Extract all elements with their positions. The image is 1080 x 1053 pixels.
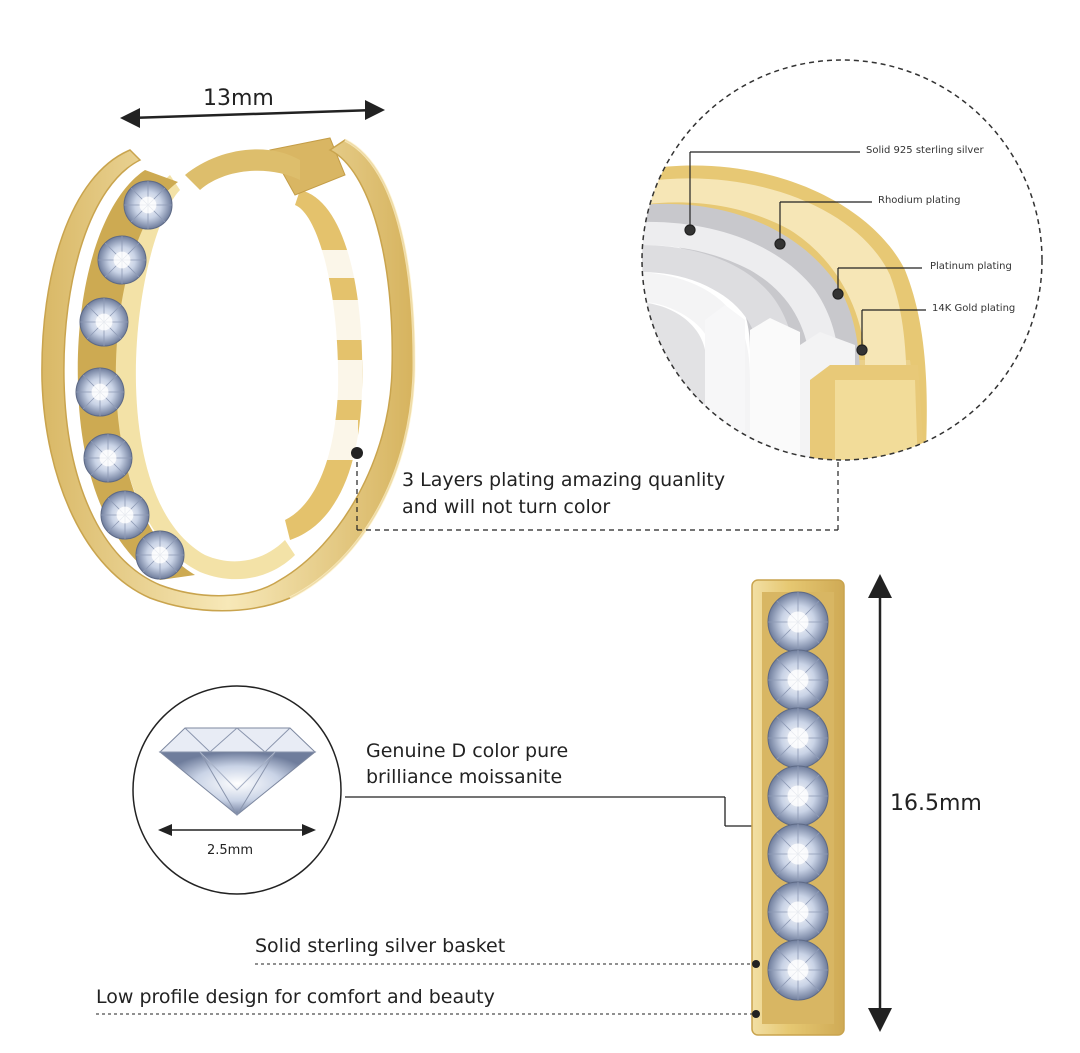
band-stones	[767, 591, 829, 1001]
band-stone	[767, 823, 829, 885]
hoop-stone	[97, 235, 147, 285]
hoop-stone	[123, 180, 173, 230]
hoop-stone	[79, 297, 129, 347]
hoop-stone	[135, 530, 185, 580]
hoop-stone	[83, 433, 133, 483]
layer-label-rhodium: Rhodium plating	[878, 195, 961, 206]
hoop-stone	[100, 490, 150, 540]
comfort-callout-pointer	[96, 1010, 760, 1018]
stone-callout-line1: Genuine D color pure	[366, 740, 569, 762]
stone-callout-line2: brilliance moissanite	[366, 766, 563, 788]
width-dimension-arrow	[120, 100, 385, 128]
height-dimension-arrow	[868, 574, 892, 1032]
layer-label-silver: Solid 925 sterling silver	[866, 145, 984, 156]
hoop-stone	[75, 367, 125, 417]
hoop-stones	[75, 180, 185, 580]
stone-size-label: 2.5mm	[207, 843, 254, 858]
layer-label-gold: 14K Gold plating	[932, 303, 1016, 314]
basket-callout: Solid sterling silver basket	[255, 935, 506, 957]
plating-callout-pointer	[351, 447, 839, 531]
band-stone	[767, 649, 829, 711]
stone-zoom-circle	[132, 685, 342, 895]
plating-callout-line1: 3 Layers plating amazing quanlity	[402, 469, 726, 491]
hoop-rim-highlight	[289, 138, 416, 600]
band-stone	[767, 765, 829, 827]
width-label: 13mm	[203, 86, 274, 111]
layer-leader-lines	[684, 151, 926, 356]
band-stone	[767, 939, 829, 1001]
plating-callout-line2: and will not turn color	[402, 496, 611, 518]
layer-label-platinum: Platinum plating	[930, 261, 1012, 272]
band-stone	[767, 881, 829, 943]
comfort-callout: Low profile design for comfort and beaut…	[96, 986, 495, 1008]
height-label: 16.5mm	[890, 791, 982, 816]
stone-callout-pointer	[345, 796, 788, 834]
basket-callout-pointer	[255, 960, 760, 968]
band-stone	[767, 591, 829, 653]
band-stone	[767, 707, 829, 769]
